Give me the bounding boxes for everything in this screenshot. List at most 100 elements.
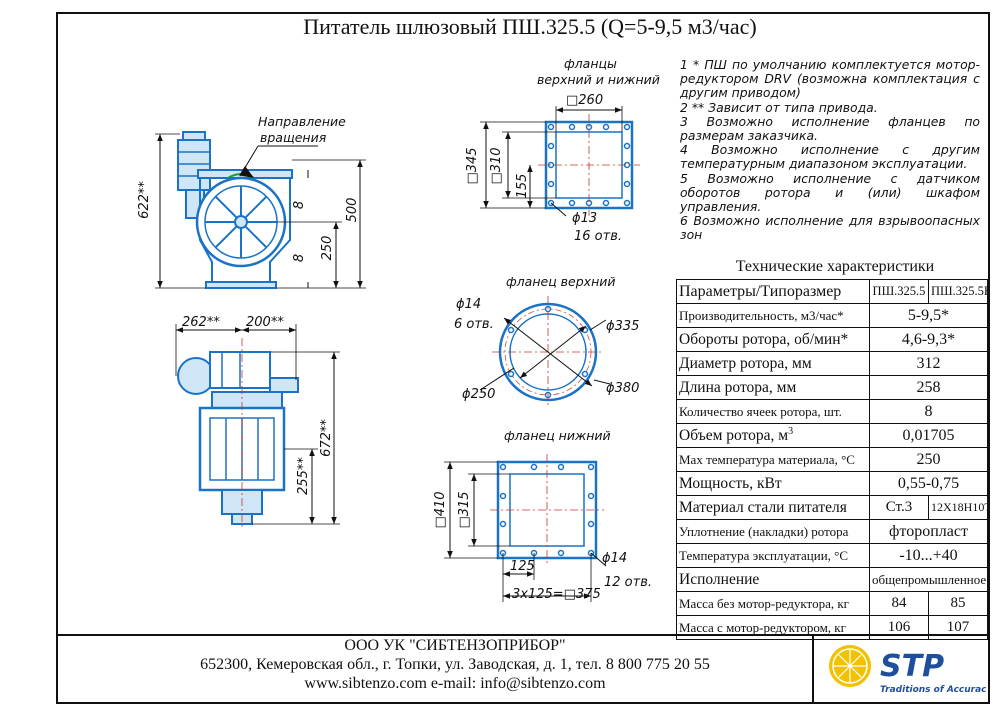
spec-param: Масса без мотор-редуктора, кг — [676, 591, 870, 616]
spec-row: Температура эксплуатации, °С-10...+40 — [676, 543, 988, 568]
flange-bottom-view: фланец нижний □410 □315 125 ϕ14 12 отв. … — [433, 428, 652, 602]
spec-title: Технические характеристики — [735, 258, 935, 275]
page-title: Питатель шлюзовый ПШ.325.5 (Q=5-9,5 м3/ч… — [303, 14, 757, 39]
dim-phi250: ϕ250 — [462, 387, 495, 402]
dim-phi380: ϕ380 — [606, 381, 639, 396]
spec-header-col1: ПШ.325.5 — [869, 279, 929, 304]
company-web: www.sibtenzo.com e-mail: info@sibtenzo.c… — [304, 675, 606, 692]
spec-param: Мах температура материала, °С — [676, 447, 870, 472]
spec-param: Обороты ротора, об/мин* — [676, 327, 870, 352]
rotation-label-1: Направление — [258, 114, 346, 129]
dim-sq310: □310 — [489, 147, 504, 184]
holes-16: 16 отв. — [574, 229, 622, 244]
spec-value-v2: 85 — [928, 591, 988, 616]
spec-param: Количество ячеек ротора, шт. — [676, 399, 870, 424]
dim-255: 255** — [296, 457, 311, 495]
dim-sq260: □260 — [566, 93, 603, 108]
note-item: 4 Возможно исполнение с другим температу… — [680, 142, 980, 172]
spec-value: 258 — [869, 375, 988, 400]
dim-sq315: □315 — [457, 491, 472, 528]
note-item: 1 * ПШ по умолчанию комплектуется мотор-… — [680, 57, 980, 101]
note-item: 5 Возможно исполнение с датчиком оборото… — [680, 170, 980, 215]
motor-body — [177, 139, 211, 191]
footer — [58, 634, 988, 704]
flange-top-label: фланец верхний — [506, 274, 616, 289]
dim-500: 500 — [345, 198, 360, 223]
spec-value: общепромышленное — [869, 567, 988, 592]
spec-value-v2: 12Х18Н10Т — [928, 495, 988, 520]
spec-param: Мощность, кВт — [676, 471, 870, 496]
dim-155: 155 — [515, 174, 530, 199]
spec-value: фторопласт — [869, 519, 988, 544]
dim-phi14-top: ϕ14 — [456, 297, 481, 312]
spec-value: 312 — [869, 351, 988, 376]
spec-value: 8 — [869, 399, 988, 424]
dim-sq410: □410 — [433, 491, 448, 528]
dim-672: 672** — [319, 419, 334, 457]
spec-value-v1: 84 — [869, 591, 929, 616]
notes-list: 1 * ПШ по умолчанию комплектуется мотор-… — [680, 57, 980, 243]
spec-param: Температура эксплуатации, °С — [676, 543, 870, 568]
spec-header-row: Параметры/Типоразмер ПШ.325.5 ПШ.325.5Н — [676, 279, 988, 304]
dim-3x125: 3x125=□375 — [512, 587, 601, 602]
dim-sq345: □345 — [465, 147, 480, 184]
dim-250: 250 — [320, 236, 335, 261]
note-item: 3 Возможно исполнение фланцев по размера… — [680, 113, 980, 144]
spec-param: Материал стали питателя — [676, 495, 870, 520]
dim-8-bottom: 8 — [292, 254, 307, 262]
flange-bottom-label: фланец нижний — [504, 428, 611, 443]
spec-value: 4,6-9,3* — [869, 327, 988, 352]
holes-12: 12 отв. — [604, 575, 652, 590]
spec-value-v1: Ст.3 — [869, 495, 929, 520]
spec-param: Исполнение — [676, 567, 870, 592]
spec-value: -10...+40 — [869, 543, 988, 568]
sheet-frame — [56, 12, 990, 704]
logo-tagline: Traditions of Accuracy — [880, 685, 986, 695]
company-address: 652300, Кемеровская обл., г. Топки, ул. … — [200, 656, 710, 673]
motor-end — [177, 357, 215, 395]
dim-8-top: 8 — [292, 201, 307, 209]
spec-header-col2: ПШ.325.5Н — [928, 279, 988, 304]
side-view: 622** 500 250 8 8 Направление вращения — [137, 114, 366, 289]
spec-row: Обороты ротора, об/мин*4,6-9,3* — [676, 327, 988, 352]
note-item: 6 Возможно исполнение для взрывоопасных … — [680, 213, 980, 243]
spec-param: Объем ротора, м3 — [676, 423, 870, 448]
spec-param: Уплотнение (накладки) ротора — [676, 519, 870, 544]
dim-200: 200** — [246, 315, 284, 330]
spec-table: Параметры/Типоразмер ПШ.325.5 ПШ.325.5Н … — [676, 279, 988, 640]
rotation-label-2: вращения — [260, 130, 327, 145]
front-view: 262** 200** 672** 255** — [175, 315, 340, 530]
spec-param: Диаметр ротора, мм — [676, 351, 870, 376]
dim-622: 622** — [137, 181, 152, 219]
dim-262: 262** — [182, 315, 220, 330]
spec-row: Количество ячеек ротора, шт.8 — [676, 399, 988, 424]
flanges-label-2: верхний и нижний — [537, 72, 660, 87]
spec-value: 250 — [869, 447, 988, 472]
spec-value: 0,55-0,75 — [869, 471, 988, 496]
spec-header-param: Параметры/Типоразмер — [676, 279, 870, 304]
dim-125: 125 — [510, 559, 535, 574]
spec-value: 5-9,5* — [869, 303, 988, 328]
flange-top-view: фланец верхний ϕ14 6 отв. ϕ335 ϕ250 ϕ380 — [454, 274, 639, 408]
logo-box: STP Traditions of Accuracy — [812, 636, 994, 702]
spec-row: Производительность, м3/час*5-9,5* — [676, 303, 988, 328]
flanges-view: фланцы верхний и нижний □260 □345 □310 1… — [465, 56, 660, 244]
holes-6: 6 отв. — [454, 317, 494, 332]
stp-logo: STP Traditions of Accuracy — [827, 643, 994, 695]
company-block: ООО УК "СИБТЕНЗОПРИБОР" 652300, Кемеровс… — [120, 636, 790, 693]
spec-param: Длина ротора, мм — [676, 375, 870, 400]
dim-phi14-bottom: ϕ14 — [602, 551, 627, 566]
company-name: ООО УК "СИБТЕНЗОПРИБОР" — [344, 637, 566, 654]
flanges-label-1: фланцы — [564, 56, 617, 71]
note-item: 2 ** Зависит от типа привода. — [680, 99, 878, 115]
dim-phi13: ϕ13 — [572, 211, 597, 226]
